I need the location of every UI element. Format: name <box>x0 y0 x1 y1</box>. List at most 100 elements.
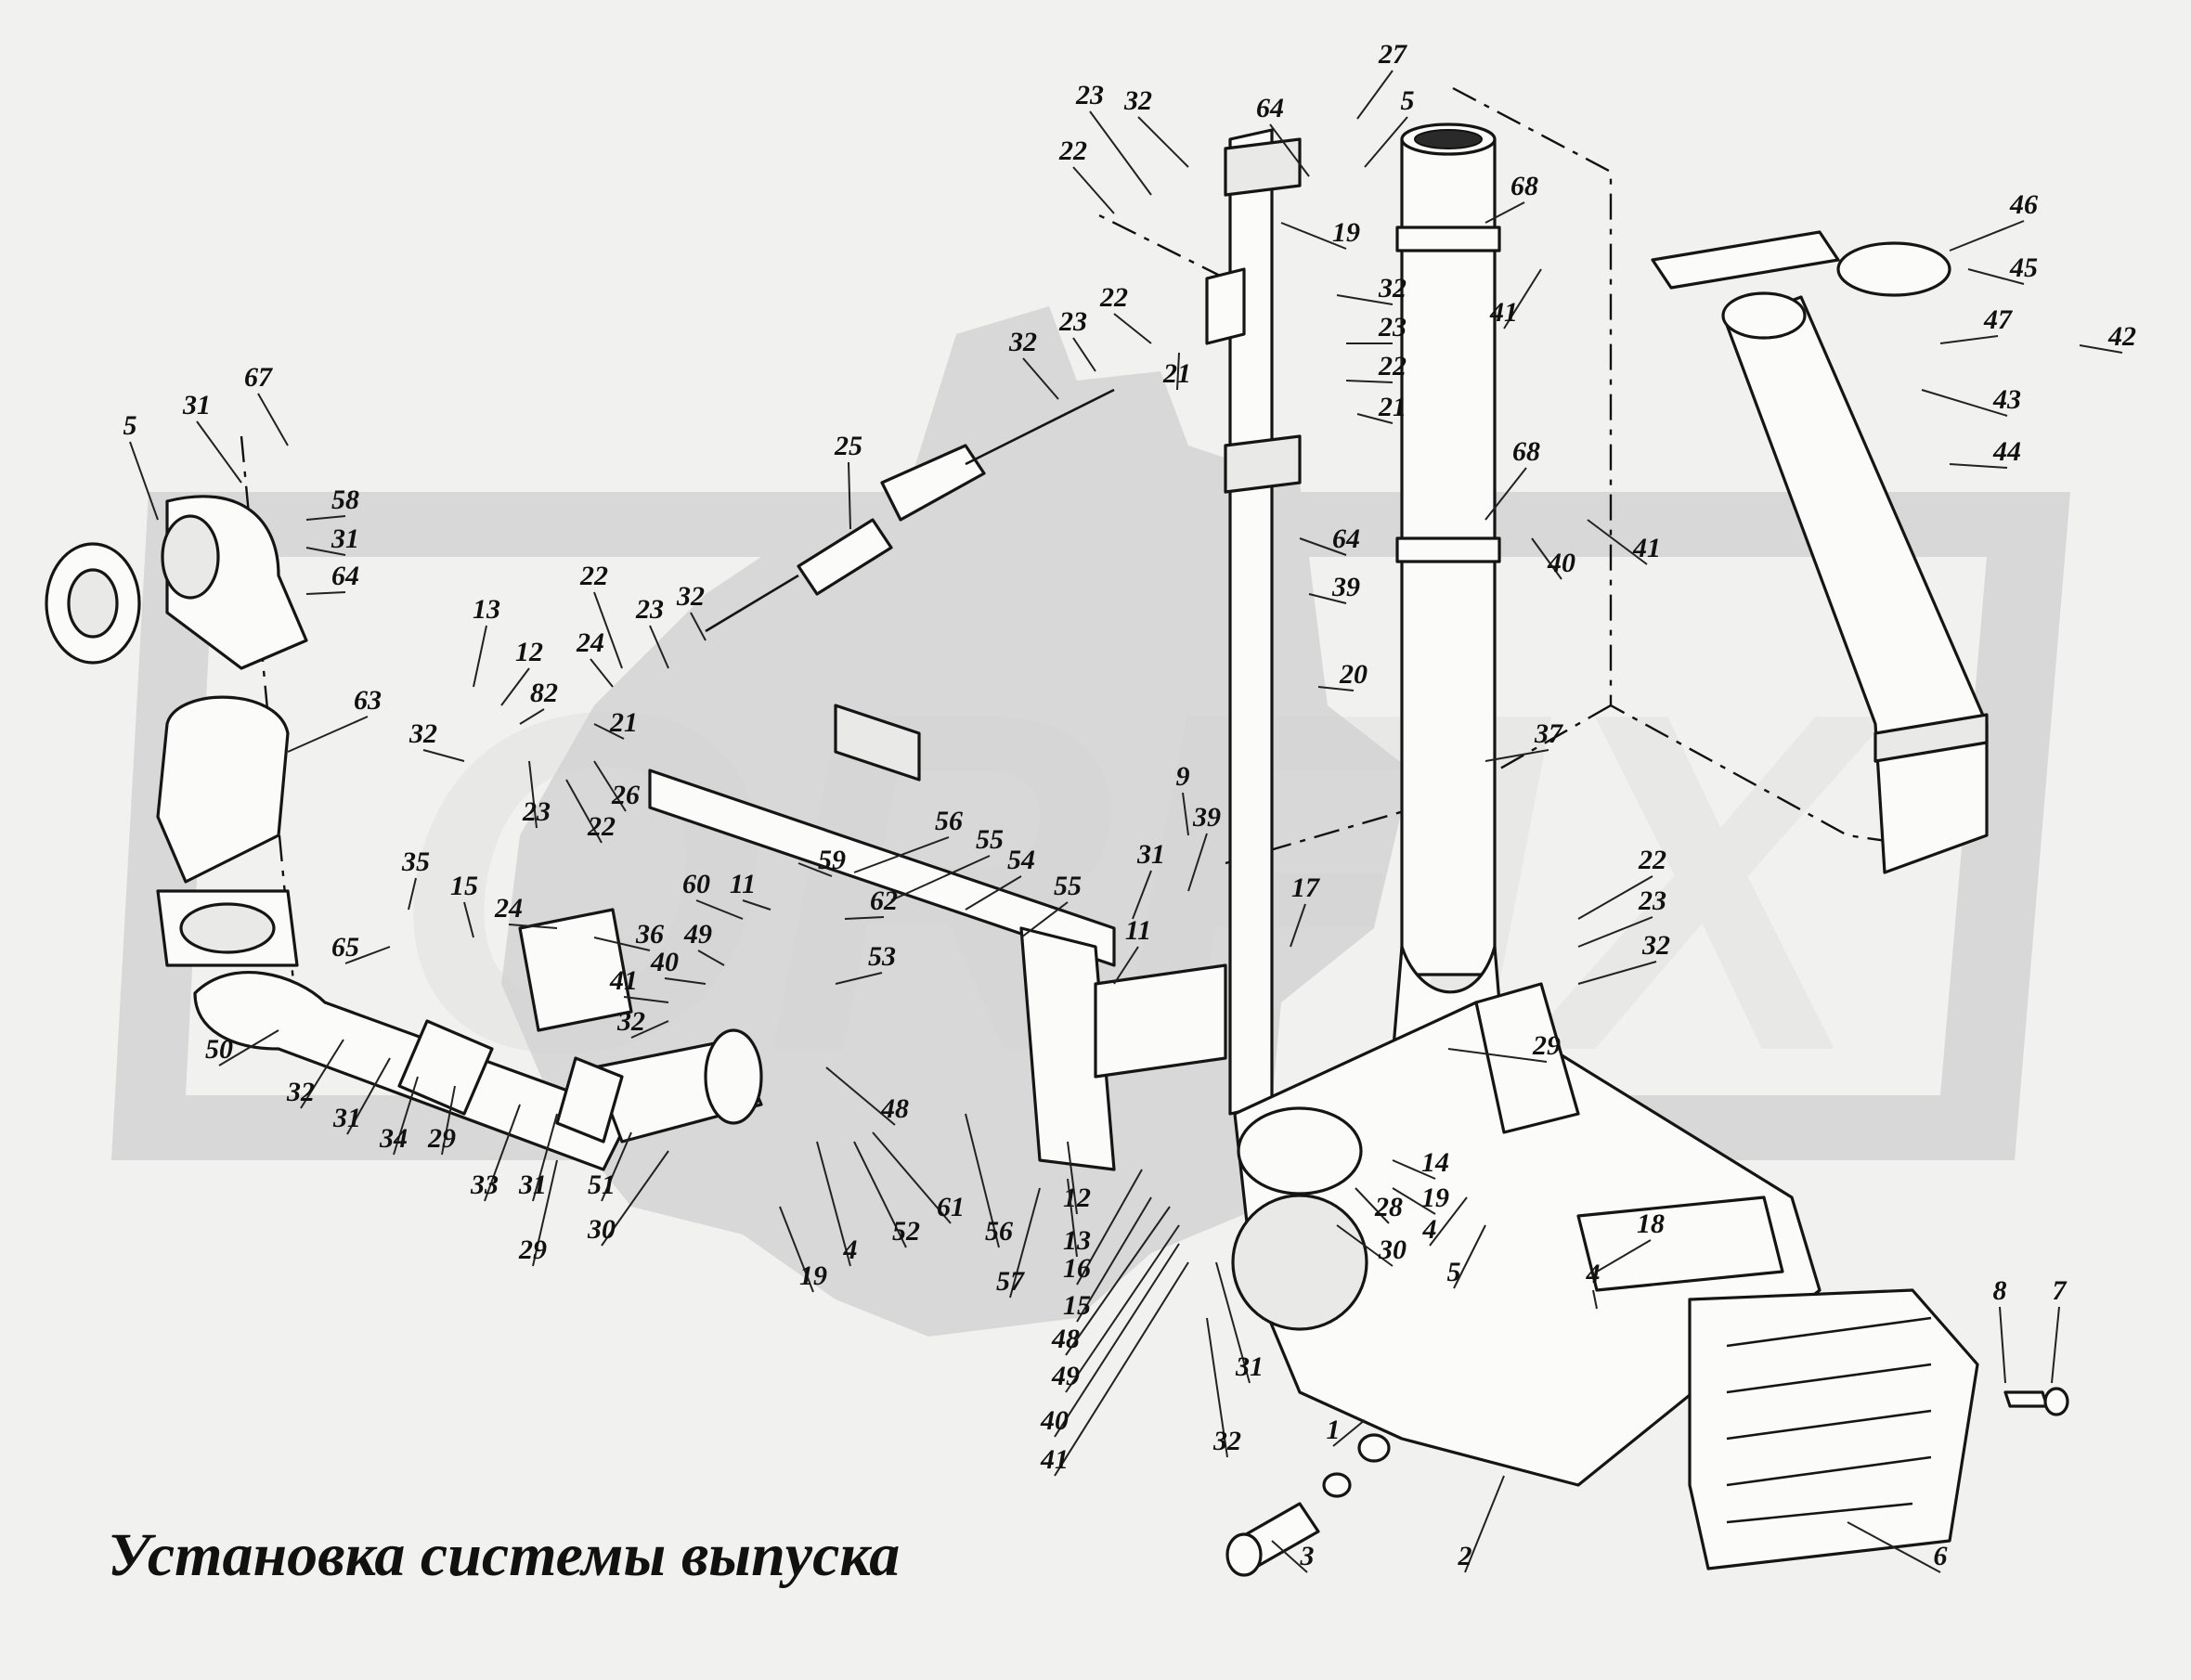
callout-leader <box>1076 1196 1152 1323</box>
callout-leader <box>1336 294 1394 305</box>
callout-label: 68 <box>1512 436 1540 467</box>
callout-leader <box>742 899 771 911</box>
callout-label: 31 <box>1136 839 1165 870</box>
callout-label: 43 <box>1992 384 2021 415</box>
callout-label: 18 <box>1637 1208 1665 1239</box>
callout-leader <box>697 950 725 966</box>
callout-leader <box>593 760 627 812</box>
callout-label: 31 <box>332 1103 361 1133</box>
callout-label: 13 <box>1063 1225 1091 1256</box>
callout-label: 29 <box>1532 1030 1561 1061</box>
callout-leader <box>1577 875 1653 920</box>
callout-leader <box>1596 1239 1652 1273</box>
callout-leader <box>1113 313 1152 344</box>
callout-label: 31 <box>1235 1351 1264 1382</box>
callout-leader <box>649 625 669 669</box>
callout-leader <box>1020 901 1069 938</box>
callout-label: 34 <box>379 1123 408 1154</box>
callout-leader <box>1967 268 2025 285</box>
callout-label: 20 <box>1339 659 1368 690</box>
callout-label: 63 <box>354 685 382 716</box>
callout-leader <box>287 716 369 753</box>
callout-label: 41 <box>1632 533 1661 563</box>
callout-leader <box>1137 116 1189 168</box>
callout-leader <box>1531 537 1562 580</box>
callout-leader <box>1176 352 1180 391</box>
callout-label: 32 <box>286 1077 315 1107</box>
callout-label: 60 <box>682 869 710 899</box>
diagram-title: Установка системы выпуска <box>108 1521 901 1589</box>
callout-leader <box>1065 1206 1171 1356</box>
callout-label: 23 <box>635 594 664 625</box>
callout-leader <box>1072 337 1096 372</box>
callout-label: 39 <box>1331 572 1360 602</box>
callout-leader <box>1132 870 1152 920</box>
callout-leader <box>1392 1159 1436 1180</box>
callout-label: 29 <box>518 1234 547 1265</box>
callout-label: 15 <box>450 871 478 901</box>
callout-label: 45 <box>2009 252 2038 283</box>
callout-leader <box>305 547 346 556</box>
callout-leader <box>695 899 744 920</box>
callout-leader <box>1332 1419 1366 1447</box>
callout-label: 40 <box>650 947 679 977</box>
callout-label: 49 <box>683 919 712 950</box>
callout-leader <box>1999 1306 2006 1384</box>
callout-leader <box>1577 916 1653 948</box>
callout-leader <box>196 420 242 484</box>
callout-label: 55 <box>976 824 1004 855</box>
callout-label: 27 <box>1378 39 1407 70</box>
callout-label: 37 <box>1534 718 1563 749</box>
callout-leader <box>393 1076 419 1156</box>
callout-leader <box>305 515 346 521</box>
callout-label: 32 <box>1378 273 1407 304</box>
callout-leader <box>1271 1540 1308 1573</box>
callout-leader <box>844 916 885 920</box>
callout-leader <box>1484 201 1525 224</box>
callout-leader <box>565 779 603 844</box>
callout-leader <box>1065 1224 1180 1393</box>
callout-leader <box>1484 749 1549 762</box>
callout-label: 32 <box>1212 1426 1241 1456</box>
callout-leader <box>305 591 346 595</box>
callout-leader <box>463 901 474 938</box>
callout-label: 19 <box>1421 1182 1449 1213</box>
callout-label: 12 <box>515 637 543 667</box>
callout-leader <box>1182 792 1189 836</box>
callout-label: 2 <box>1458 1541 1472 1571</box>
callout-label: 64 <box>1256 93 1284 123</box>
callout-leader <box>473 625 487 688</box>
callout-label: 48 <box>880 1093 909 1124</box>
callout-leader <box>257 393 289 446</box>
callout-leader <box>1067 1141 1078 1215</box>
callout-label: 41 <box>609 965 638 996</box>
callout-leader <box>1022 357 1059 400</box>
callout-leader <box>1317 686 1355 691</box>
callout-label: 46 <box>2009 189 2038 220</box>
callout-leader <box>1215 1261 1251 1384</box>
callout-label: 48 <box>1051 1324 1080 1354</box>
callout-leader <box>1076 1169 1143 1286</box>
callout-label: 29 <box>427 1123 456 1154</box>
exhaust-stack-pipe <box>1391 123 1506 1060</box>
callout-leader <box>1949 220 2025 252</box>
callout-label: 39 <box>1192 802 1221 833</box>
callout-label: 32 <box>676 581 705 612</box>
callout-label: 51 <box>588 1170 616 1200</box>
callout-leader <box>1464 1475 1505 1573</box>
callout-label: 21 <box>609 707 638 738</box>
callout-leader <box>1587 519 1648 565</box>
callout-leader <box>1345 380 1394 383</box>
callout-leader <box>853 1141 907 1248</box>
callout-label: 56 <box>985 1216 1013 1247</box>
callout-leader <box>1447 1048 1548 1063</box>
callout-label: 30 <box>587 1214 616 1245</box>
callout-leader <box>1290 903 1306 948</box>
callout-leader <box>508 924 558 929</box>
callout-leader <box>346 1057 391 1135</box>
callout-leader <box>623 996 669 1003</box>
callout-leader <box>1847 1521 1941 1573</box>
callout-label: 22 <box>1378 351 1407 381</box>
